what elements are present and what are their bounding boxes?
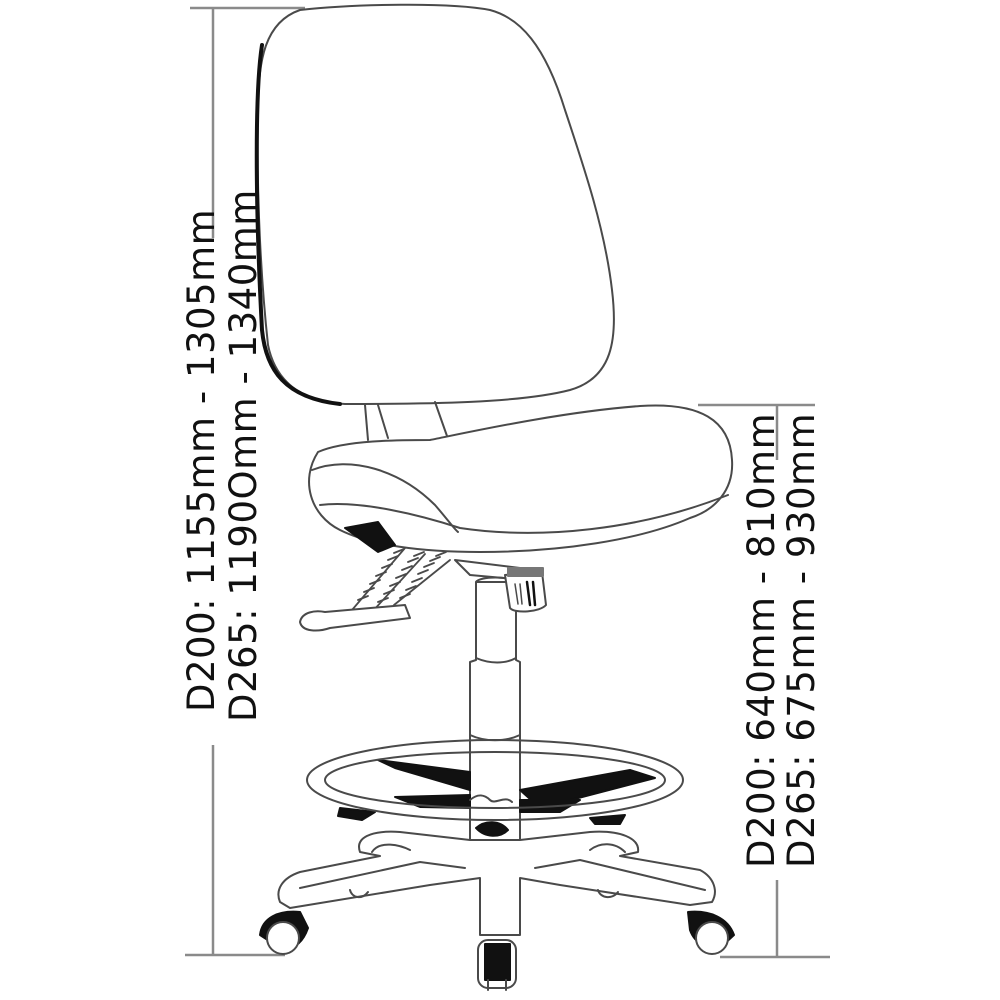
caster-front [477,939,517,991]
knob-collar [507,567,544,577]
dimension-lines [185,6,830,959]
foot-lever-handle [299,604,411,632]
backrest [256,3,615,405]
rear-caster-left [349,889,369,898]
foot-ring-clamp [469,794,513,803]
caster-left [259,910,309,955]
overall-height-label-d200: D200: 1155mm - 1305mm [180,208,223,712]
seat-adjust-lever [344,521,396,553]
tilt-springs [351,547,451,613]
foot-ring-spokes [337,759,656,825]
backrest-shadow-edge [254,43,342,406]
back-bracket-right [434,401,448,437]
back-bracket-left-1 [364,404,369,441]
foot-ring-outer [306,739,684,821]
five-star-base [277,830,716,936]
rear-caster-right [597,889,619,898]
seat-side-seam [319,494,729,534]
back-bracket-left-2 [377,404,389,439]
seat-height-label-d265: D265: 675mm - 930mm [780,412,823,868]
overall-height-label-d265: D265: 1190Omm - 1340mm [222,189,265,722]
seat-height-label-d200: D200: 640mm - 810mm [740,412,783,868]
caster-right [687,910,735,955]
height-adjust-knob [504,571,547,613]
foot-ring-clamp-lower [475,821,509,837]
foot-ring-inner [324,751,666,809]
